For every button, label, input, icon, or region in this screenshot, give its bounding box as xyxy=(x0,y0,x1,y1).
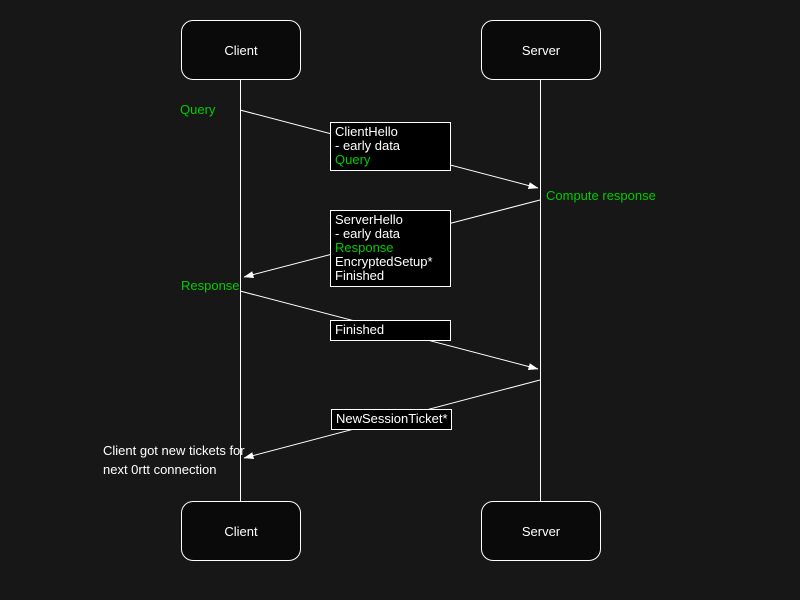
actor-client-top: Client xyxy=(181,20,301,80)
message-box-finished: Finished xyxy=(330,320,451,341)
annotation-response: Response xyxy=(181,278,240,293)
message-line: Finished xyxy=(335,322,385,337)
actor-server-top: Server xyxy=(481,20,601,80)
message-box-server-hello: ServerHello - early data Response Encryp… xyxy=(330,210,451,287)
message-line: ClientHello xyxy=(335,124,398,139)
annotation-compute-response: Compute response xyxy=(546,188,656,203)
actor-client-bottom: Client xyxy=(181,501,301,561)
message-line: - early data xyxy=(335,138,401,153)
actor-label: Client xyxy=(224,523,258,539)
note-line: Client got new tickets for xyxy=(103,443,245,458)
message-line: NewSessionTicket* xyxy=(336,411,448,426)
actor-server-bottom: Server xyxy=(481,501,601,561)
message-line: Query xyxy=(335,152,371,167)
note-line: next 0rtt connection xyxy=(103,462,217,477)
actor-label: Server xyxy=(521,42,561,58)
actor-label: Server xyxy=(521,523,561,539)
message-line: - early data xyxy=(335,226,401,241)
actor-label: Client xyxy=(224,42,258,58)
message-line: Finished xyxy=(335,268,385,283)
message-line: ServerHello xyxy=(335,212,403,227)
message-line: EncryptedSetup* xyxy=(335,254,433,269)
message-box-client-hello: ClientHello - early data Query xyxy=(330,122,451,171)
message-box-new-session-ticket: NewSessionTicket* xyxy=(331,409,452,430)
note-new-tickets: Client got new tickets for next 0rtt con… xyxy=(103,441,245,479)
annotation-query: Query xyxy=(180,102,216,117)
message-line: Response xyxy=(335,240,394,255)
